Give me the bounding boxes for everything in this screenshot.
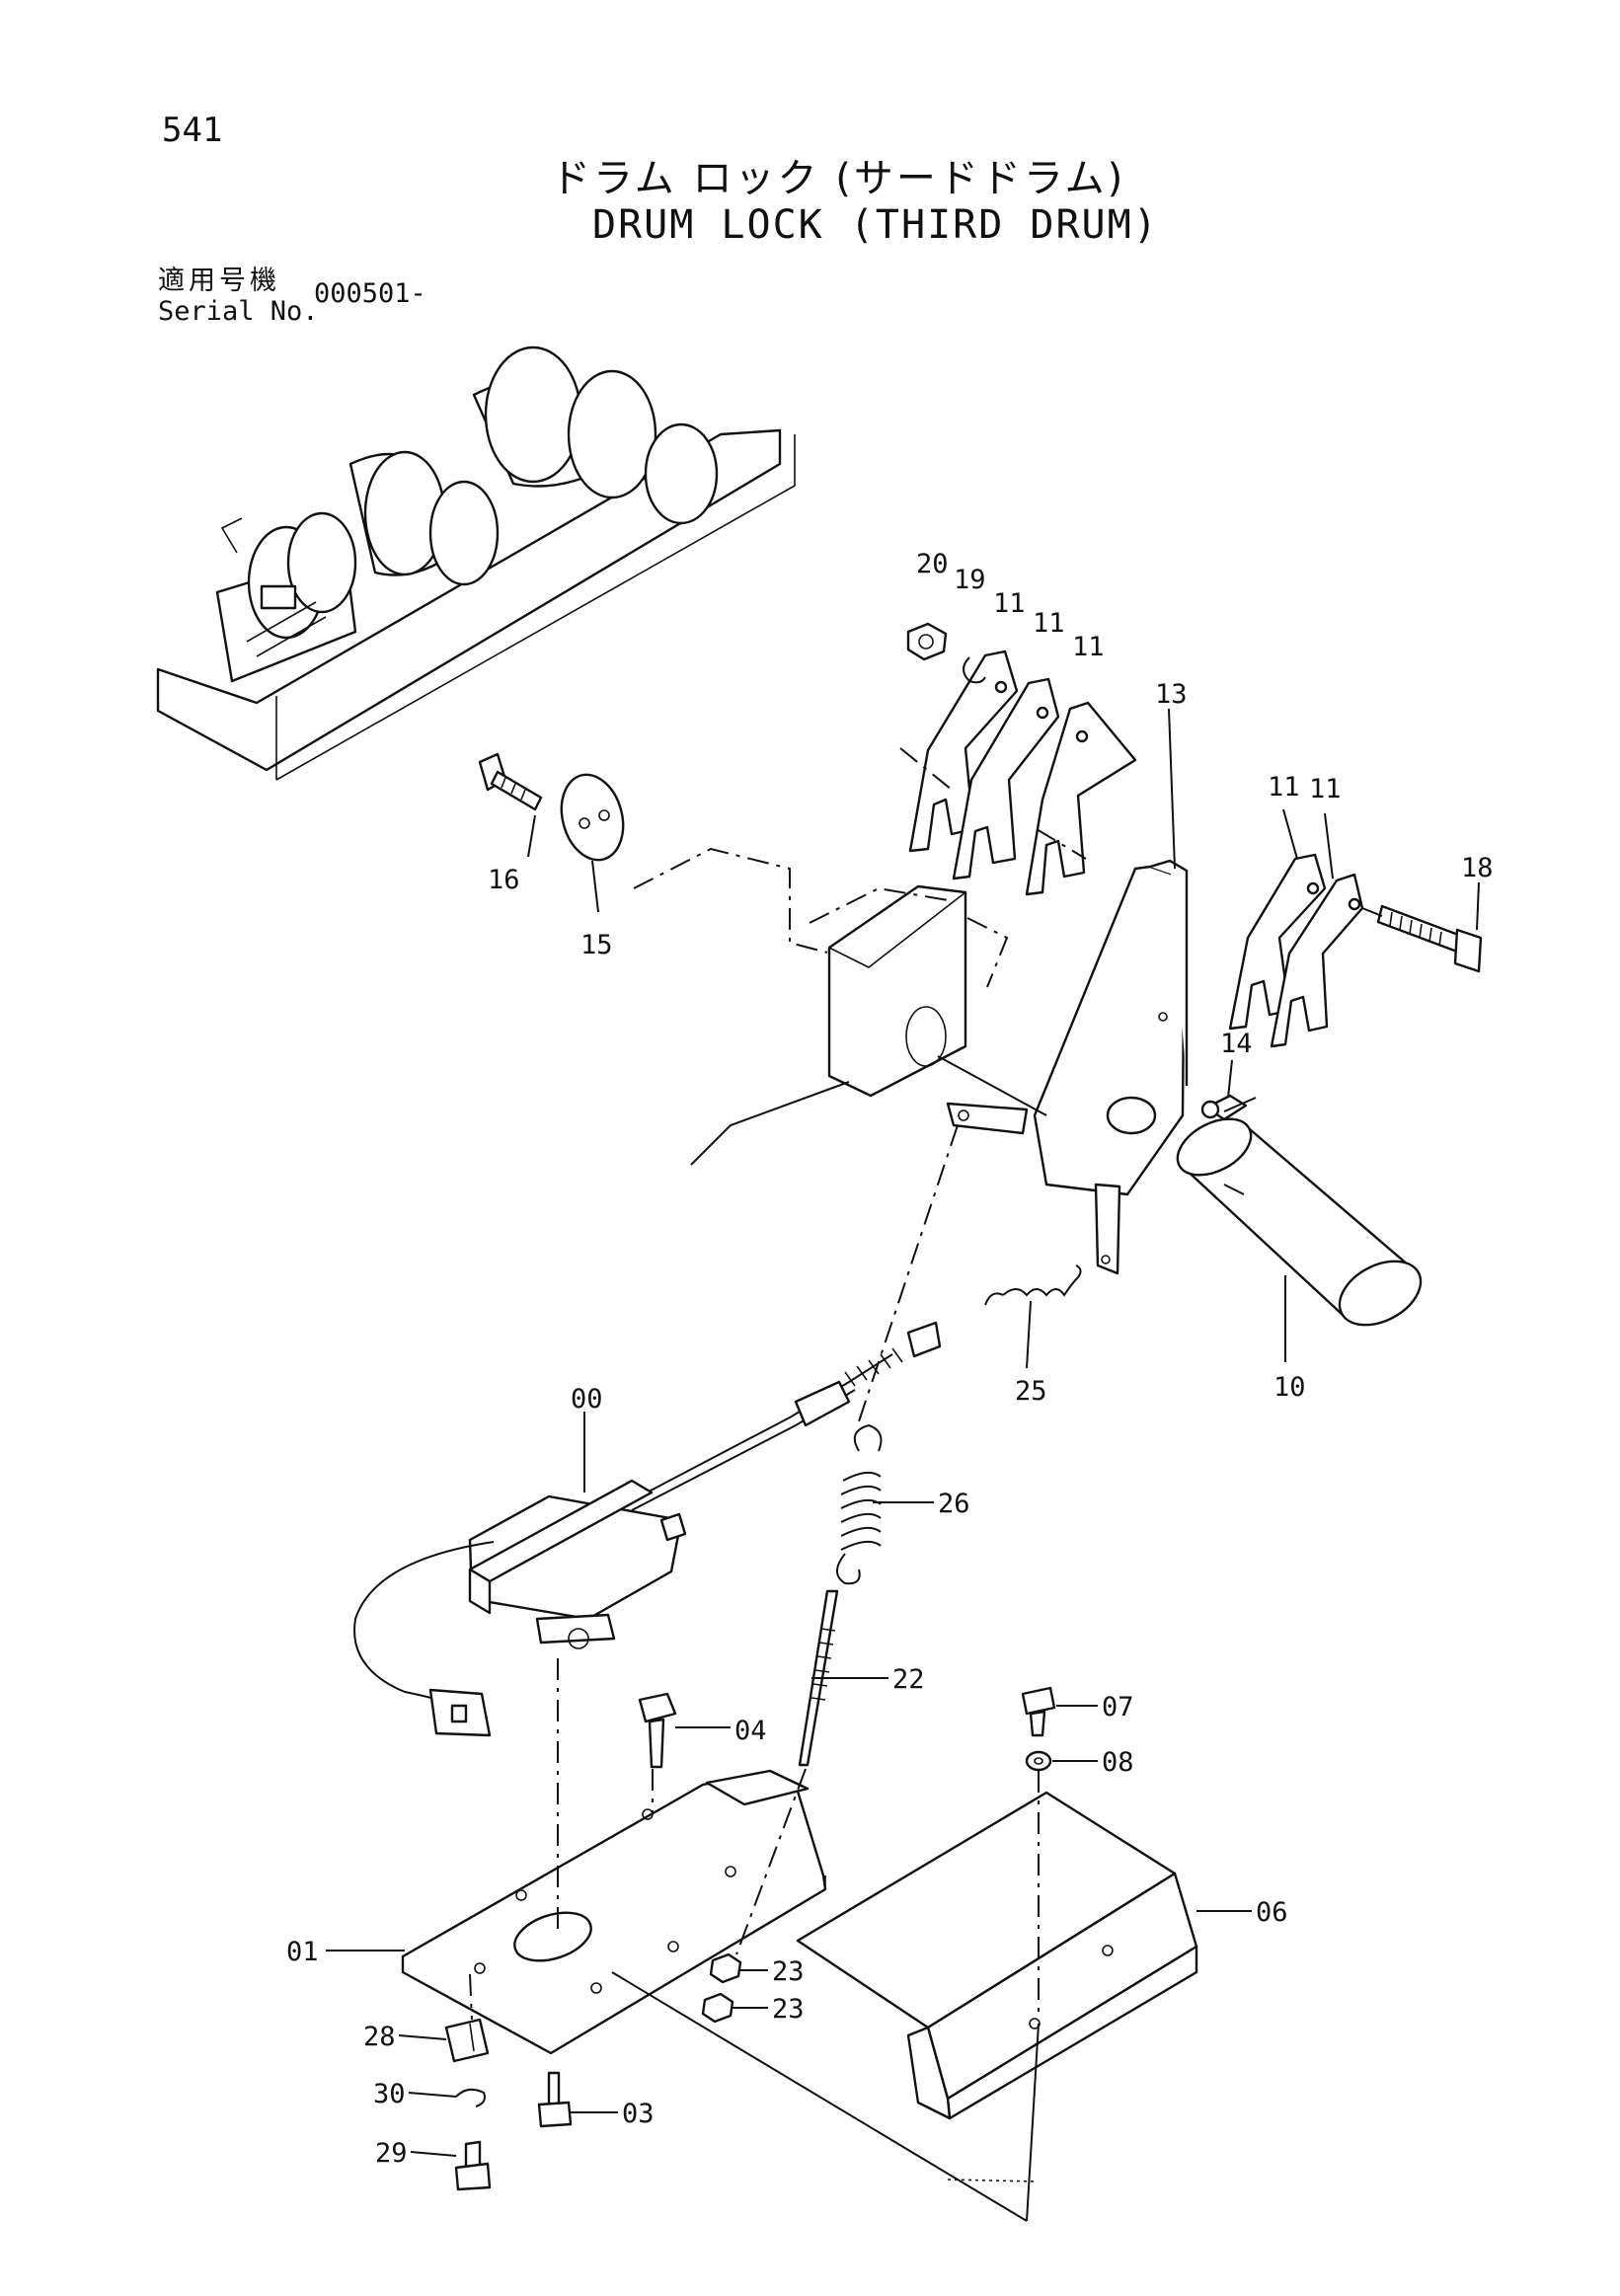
callout-25: 25 (1015, 1376, 1047, 1407)
snap-ring-19 (963, 656, 986, 684)
callout-leaders (326, 708, 1480, 2157)
callout-16: 16 (488, 865, 520, 895)
bolt-07 (1021, 1686, 1056, 1737)
callout-20: 20 (916, 549, 949, 579)
callout-10: 10 (1273, 1372, 1306, 1403)
callout-14: 14 (1220, 1029, 1253, 1059)
serial-label-english: Serial No. (158, 296, 319, 327)
housing-block (633, 847, 1047, 1166)
base-plate-01 (401, 1769, 827, 2055)
spring-26 (836, 1423, 883, 1585)
title-english: DRUM LOCK (THIRD DRUM) (592, 202, 1159, 248)
fork-plates-right (1228, 853, 1364, 1048)
nut-20 (906, 622, 948, 661)
nut-23-a (709, 1952, 742, 1984)
callout-15: 15 (580, 930, 613, 960)
callout-19: 19 (954, 565, 986, 595)
serial-label-japanese: 適用号機 (158, 266, 280, 296)
callout-04: 04 (734, 1716, 767, 1746)
winch-overview-illustration (156, 345, 796, 781)
callout-30: 30 (373, 2079, 406, 2109)
bolt-29 (454, 2140, 492, 2191)
bolt-18 (1376, 904, 1483, 973)
serial-number-value: 000501- (314, 278, 426, 309)
clip-28 (444, 2018, 490, 2063)
callout-11-b: 11 (1033, 608, 1065, 639)
spring-25 (984, 1264, 1082, 1306)
callout-03: 03 (622, 2099, 655, 2129)
bolt-16 (478, 752, 543, 811)
callout-28: 28 (363, 2022, 396, 2052)
cover-06 (796, 1791, 1198, 2120)
actuator-00 (353, 1321, 942, 1737)
page-number: 541 (162, 111, 223, 150)
washer-30 (455, 2088, 486, 2107)
callout-08: 08 (1102, 1747, 1134, 1778)
assembly-center-lines (469, 747, 1383, 2222)
title-japanese: ドラム ロック (サードドラム) (551, 156, 1126, 201)
washer-08 (1025, 1750, 1052, 1772)
callout-13: 13 (1155, 679, 1188, 710)
callout-11-a: 11 (993, 588, 1026, 619)
bolt-03 (537, 2071, 573, 2128)
callout-23-b: 23 (772, 1994, 805, 2025)
callout-23-a: 23 (772, 1956, 805, 1987)
bolt-04 (638, 1692, 677, 1769)
callout-18: 18 (1461, 853, 1494, 883)
callout-26: 26 (938, 1489, 970, 1519)
grease-fitting-14 (1200, 1094, 1248, 1121)
fork-plates-upper (908, 650, 1137, 896)
pin-10 (1176, 1117, 1423, 1327)
plate-15 (560, 773, 625, 862)
callout-01: 01 (286, 1937, 319, 1967)
callout-07: 07 (1102, 1692, 1134, 1722)
callout-06: 06 (1256, 1897, 1288, 1928)
callout-22: 22 (892, 1664, 925, 1695)
nut-23-b (701, 1992, 734, 2024)
callout-labels: 20 19 11 11 11 13 11 11 18 16 15 14 10 2… (286, 549, 1494, 2169)
lock-lever-13 (946, 859, 1189, 1275)
callout-11-e: 11 (1309, 774, 1342, 804)
callout-11-d: 11 (1268, 772, 1300, 803)
callout-11-c: 11 (1072, 632, 1105, 662)
callout-29: 29 (375, 2138, 408, 2169)
callout-00: 00 (571, 1384, 603, 1415)
